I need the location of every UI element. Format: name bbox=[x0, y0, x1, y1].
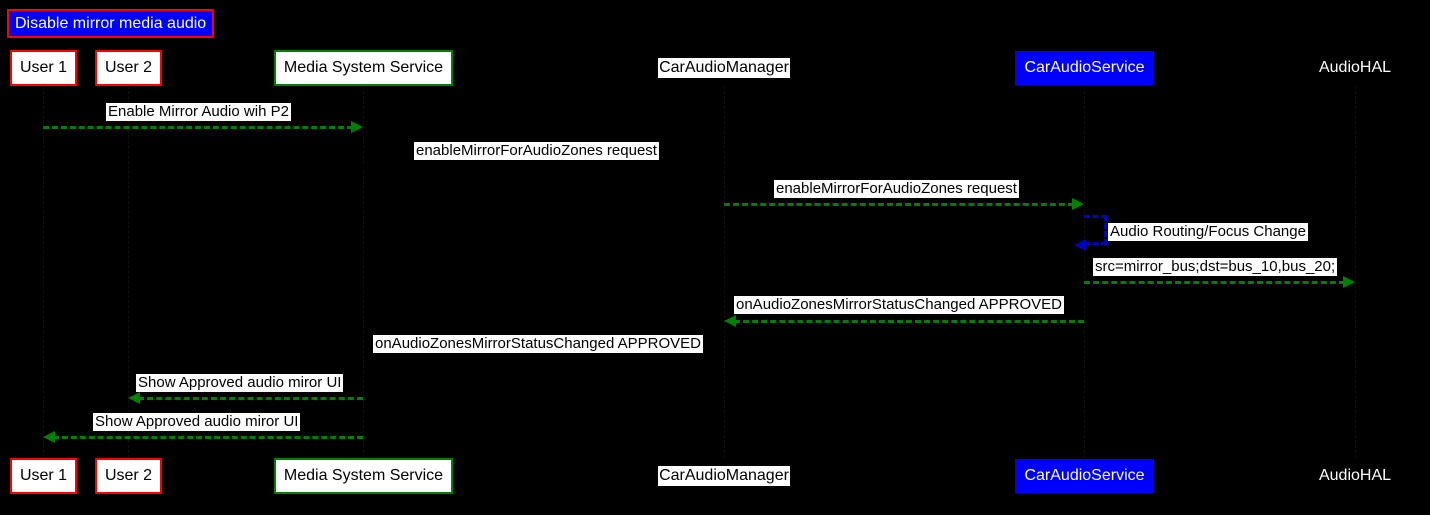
participant-label: CarAudioManager bbox=[659, 59, 789, 76]
participant-label: Media System Service bbox=[283, 467, 444, 484]
participant-label: AudioHAL bbox=[1318, 59, 1392, 76]
selfloop-m4 bbox=[1084, 215, 1107, 245]
message-line-m9 bbox=[53, 436, 363, 439]
participant-user1-top[interactable]: User 1 bbox=[10, 50, 77, 86]
participant-label: CarAudioManager bbox=[659, 467, 789, 484]
message-label-m9: Show Approved audio miror UI bbox=[93, 413, 301, 431]
arrowhead-m5 bbox=[1343, 276, 1355, 288]
message-label-m8: Show Approved audio miror UI bbox=[136, 374, 344, 392]
message-line-m5 bbox=[1084, 281, 1345, 284]
participant-label: User 1 bbox=[19, 59, 68, 76]
participant-user1-bottom[interactable]: User 1 bbox=[10, 458, 77, 494]
participant-label: CarAudioService bbox=[1024, 59, 1145, 76]
participant-media_service-bottom[interactable]: Media System Service bbox=[274, 458, 453, 494]
participant-audio_hal-top[interactable]: AudioHAL bbox=[1313, 58, 1397, 78]
participant-user2-bottom[interactable]: User 2 bbox=[95, 458, 162, 494]
lifeline-user1 bbox=[43, 86, 44, 458]
lifeline-car_audio_svc bbox=[1084, 86, 1085, 458]
participant-user2-top[interactable]: User 2 bbox=[95, 50, 162, 86]
arrowhead-m6 bbox=[724, 315, 736, 327]
message-label-m4: Audio Routing/Focus Change bbox=[1108, 223, 1308, 241]
arrowhead-m9 bbox=[43, 431, 55, 443]
message-label-m1: Enable Mirror Audio wih P2 bbox=[106, 103, 291, 121]
arrowhead-m1 bbox=[351, 121, 363, 133]
lifeline-media_service bbox=[363, 86, 364, 458]
message-line-m3 bbox=[724, 203, 1074, 206]
participant-car_audio_svc-top[interactable]: CarAudioService bbox=[1015, 51, 1154, 85]
diagram-title: Disable mirror media audio bbox=[7, 9, 214, 38]
arrowhead-m3 bbox=[1072, 198, 1084, 210]
participant-label: Media System Service bbox=[283, 59, 444, 76]
participant-car_audio_mgr-top[interactable]: CarAudioManager bbox=[658, 58, 790, 78]
diagram-title-label: Disable mirror media audio bbox=[15, 14, 207, 32]
message-label-m6: onAudioZonesMirrorStatusChanged APPROVED bbox=[734, 296, 1065, 314]
message-label-m5: src=mirror_bus;dst=bus_10,bus_20; bbox=[1093, 258, 1338, 276]
participant-label: AudioHAL bbox=[1318, 467, 1392, 484]
participant-car_audio_mgr-bottom[interactable]: CarAudioManager bbox=[658, 466, 790, 486]
arrowhead-m2 bbox=[712, 160, 724, 172]
participant-audio_hal-bottom[interactable]: AudioHAL bbox=[1313, 466, 1397, 486]
arrowhead-m8 bbox=[128, 392, 140, 404]
participant-label: User 2 bbox=[104, 59, 153, 76]
participant-label: User 1 bbox=[19, 467, 68, 484]
message-label-m3: enableMirrorForAudioZones request bbox=[774, 180, 1019, 198]
message-label-m2: enableMirrorForAudioZones request bbox=[414, 142, 659, 160]
lifeline-car_audio_mgr bbox=[724, 86, 725, 458]
message-line-m7 bbox=[373, 358, 724, 361]
message-line-m6 bbox=[734, 320, 1084, 323]
message-label-m7: onAudioZonesMirrorStatusChanged APPROVED bbox=[373, 335, 704, 353]
arrowhead-m4 bbox=[1074, 239, 1086, 251]
participant-media_service-top[interactable]: Media System Service bbox=[274, 50, 453, 86]
arrowhead-m7 bbox=[363, 353, 375, 365]
participant-label: CarAudioService bbox=[1024, 467, 1145, 484]
message-line-m1 bbox=[43, 126, 353, 129]
participant-car_audio_svc-bottom[interactable]: CarAudioService bbox=[1015, 459, 1154, 493]
lifeline-user2 bbox=[128, 86, 129, 458]
message-line-m2 bbox=[363, 165, 714, 168]
lifeline-audio_hal bbox=[1355, 86, 1356, 458]
participant-label: User 2 bbox=[104, 467, 153, 484]
message-line-m8 bbox=[138, 397, 363, 400]
